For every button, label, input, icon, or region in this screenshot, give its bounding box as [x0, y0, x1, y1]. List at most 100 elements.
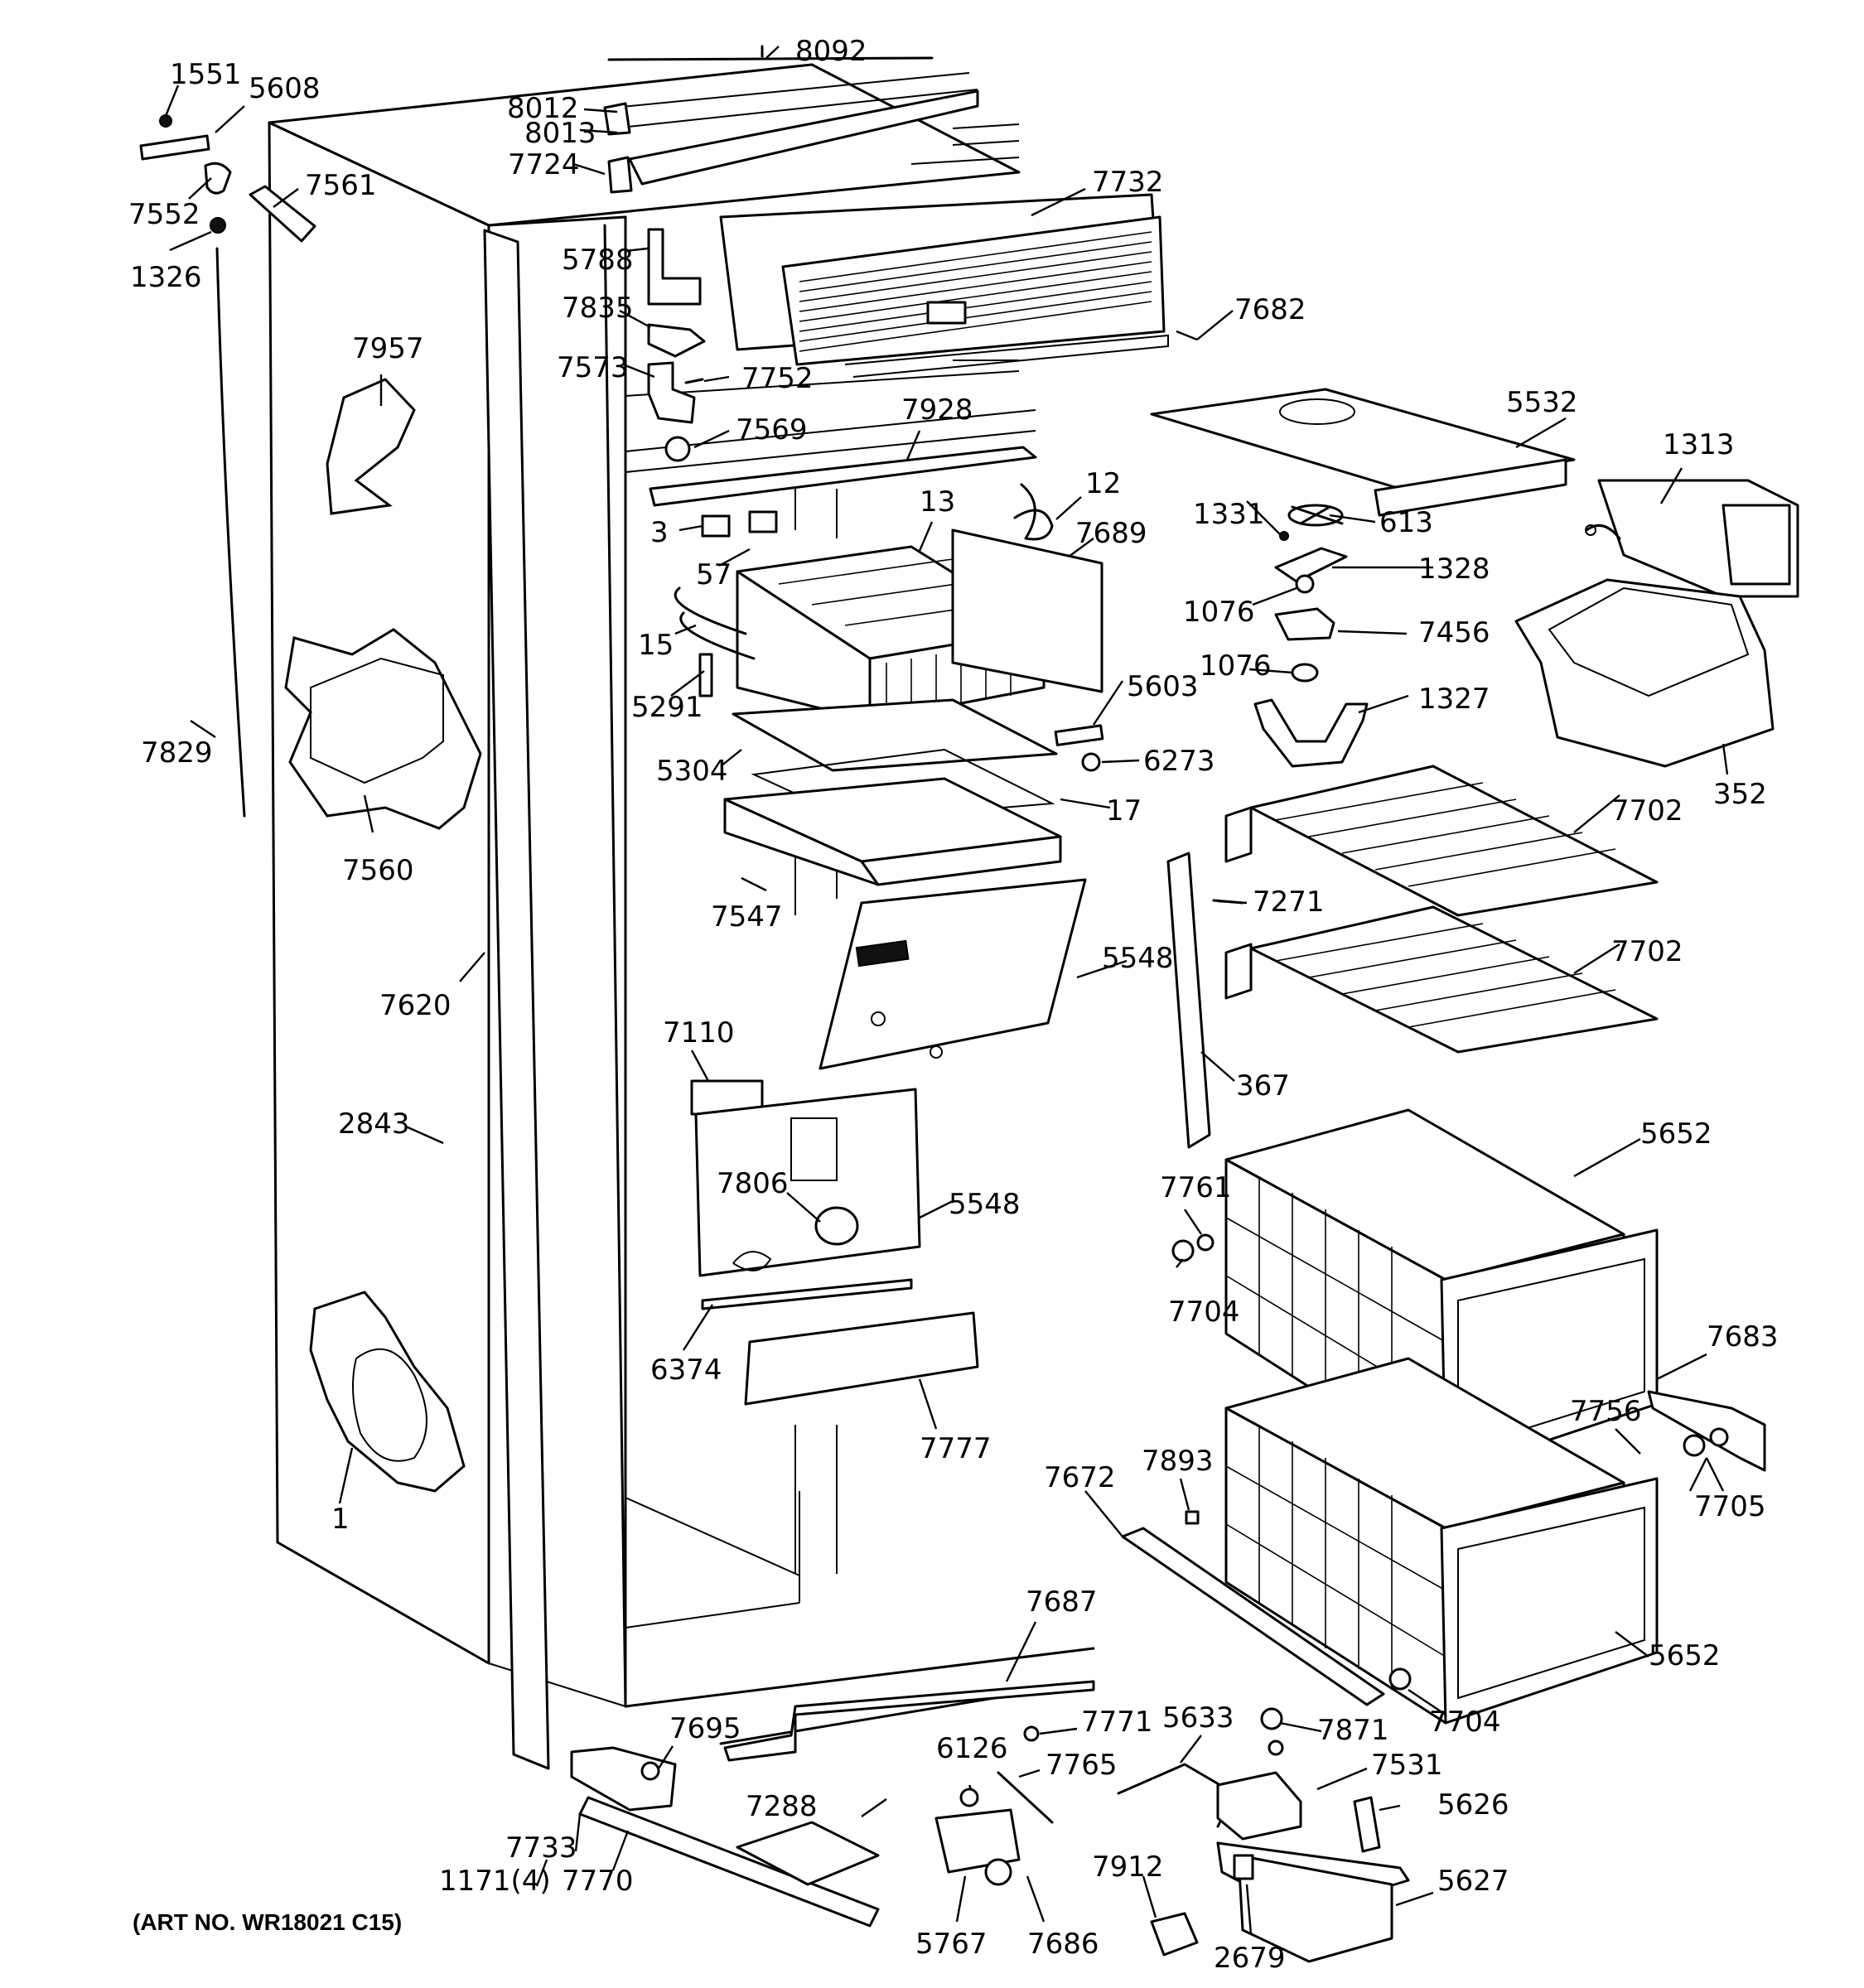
label-17: 17 [1106, 794, 1142, 828]
label-7765: 7765 [1045, 1749, 1118, 1782]
art-number: (ART NO. WR18021 C15) [133, 1909, 402, 1935]
label-12: 12 [1085, 467, 1121, 500]
label-7733: 7733 [505, 1831, 577, 1865]
label-6273: 6273 [1143, 745, 1215, 778]
label-15: 15 [638, 629, 674, 662]
fan-motor-parts [1253, 504, 1369, 768]
label-1551: 1551 [170, 58, 242, 91]
water-valve-parts [1117, 1707, 1410, 1963]
wire-12 [1013, 483, 1054, 541]
label-5608: 5608 [249, 72, 321, 105]
label-7110: 7110 [663, 1016, 735, 1049]
label-2679: 2679 [1214, 1942, 1286, 1975]
label-13: 13 [920, 485, 955, 519]
shelf-7702-upper [1224, 765, 1659, 917]
label-5291: 5291 [631, 691, 703, 724]
basket-5652-lower [1224, 1357, 1659, 1725]
label-7724: 7724 [508, 148, 580, 181]
hinge-brackets [647, 228, 706, 462]
label-1328: 1328 [1418, 552, 1490, 586]
label-5627: 5627 [1437, 1865, 1509, 1898]
label-5603: 5603 [1127, 670, 1199, 703]
label-7547: 7547 [711, 900, 783, 934]
cover-5548-lower [690, 1079, 921, 1310]
label-7806: 7806 [717, 1167, 789, 1200]
lower-hardware [736, 1725, 1054, 1886]
detail-cloud-7957 [326, 378, 416, 515]
label-8013: 8013 [524, 117, 596, 150]
label-7702a: 7702 [1611, 794, 1683, 828]
label-1331: 1331 [1193, 498, 1265, 531]
label-5633: 5633 [1162, 1701, 1234, 1735]
label-1076b: 1076 [1200, 649, 1272, 683]
leader-lines [164, 46, 1729, 1935]
label-8092: 8092 [795, 35, 867, 68]
label-7704a: 7704 [1168, 1296, 1240, 1329]
part-labels: 8092 1551 5608 8012 8013 7724 7561 7552 … [128, 35, 1779, 1975]
label-57: 57 [696, 558, 732, 591]
label-7271: 7271 [1253, 885, 1325, 919]
label-6126: 6126 [936, 1732, 1008, 1765]
label-7771: 7771 [1081, 1706, 1153, 1739]
label-7683: 7683 [1707, 1320, 1779, 1353]
label-7288: 7288 [746, 1790, 818, 1823]
label-7573: 7573 [557, 351, 629, 384]
label-5767: 5767 [915, 1928, 988, 1961]
water-line-parts [139, 114, 316, 818]
label-7705: 7705 [1694, 1490, 1766, 1523]
label-7689: 7689 [1075, 517, 1147, 550]
pad-7689 [951, 528, 1103, 693]
label-5652a: 5652 [1640, 1117, 1712, 1151]
cabinet-7620 [268, 63, 1095, 1708]
strip-5291 [698, 653, 713, 697]
top-trim-parts [603, 45, 979, 194]
label-7732: 7732 [1092, 166, 1164, 199]
rail-7683 [1647, 1390, 1766, 1472]
label-7928: 7928 [901, 393, 973, 427]
label-367: 367 [1236, 1069, 1290, 1103]
ladder-367 [1166, 852, 1211, 1149]
evaporator-cover-7732 [719, 193, 1169, 378]
label-7704b: 7704 [1429, 1706, 1501, 1739]
label-7777: 7777 [920, 1432, 992, 1465]
label-7620: 7620 [379, 989, 452, 1022]
label-3: 3 [650, 516, 669, 549]
label-7560: 7560 [342, 854, 414, 887]
label-1: 1 [331, 1503, 350, 1536]
label-7761: 7761 [1160, 1171, 1232, 1204]
label-7552: 7552 [128, 198, 200, 231]
label-7957: 7957 [352, 332, 424, 365]
label-7672: 7672 [1044, 1461, 1116, 1494]
label-7752: 7752 [741, 362, 814, 395]
rollers-7761-7704 [1171, 1233, 1412, 1691]
label-5304: 5304 [656, 755, 728, 788]
label-7686: 7686 [1027, 1928, 1099, 1961]
tube-5603 [1054, 724, 1104, 746]
label-5626: 5626 [1437, 1788, 1509, 1822]
rail-7928 [649, 446, 1037, 507]
label-7695: 7695 [669, 1712, 741, 1745]
label-6374: 6374 [650, 1353, 722, 1387]
label-7456: 7456 [1418, 616, 1490, 649]
label-7871: 7871 [1317, 1714, 1389, 1747]
label-7687: 7687 [1026, 1585, 1098, 1619]
label-5532: 5532 [1506, 386, 1578, 419]
label-8012: 8012 [507, 92, 579, 125]
label-5652b: 5652 [1649, 1639, 1721, 1672]
label-352: 352 [1713, 778, 1767, 811]
drain-trays [723, 698, 1062, 886]
grommet-6273 [1081, 752, 1101, 772]
label-7912: 7912 [1092, 1850, 1164, 1884]
rail-7672 [1121, 1527, 1385, 1706]
detail-cloud-7560 [284, 628, 482, 830]
label-7756: 7756 [1570, 1395, 1642, 1428]
front-flange [483, 229, 550, 1770]
clip-7893 [1185, 1510, 1200, 1525]
label-7561: 7561 [305, 169, 377, 202]
label-7829: 7829 [141, 736, 213, 770]
label-7770: 7770 [562, 1865, 634, 1898]
label-5548a: 5548 [1102, 942, 1174, 975]
shelf-7702-lower [1224, 905, 1659, 1054]
label-7569: 7569 [736, 413, 808, 446]
